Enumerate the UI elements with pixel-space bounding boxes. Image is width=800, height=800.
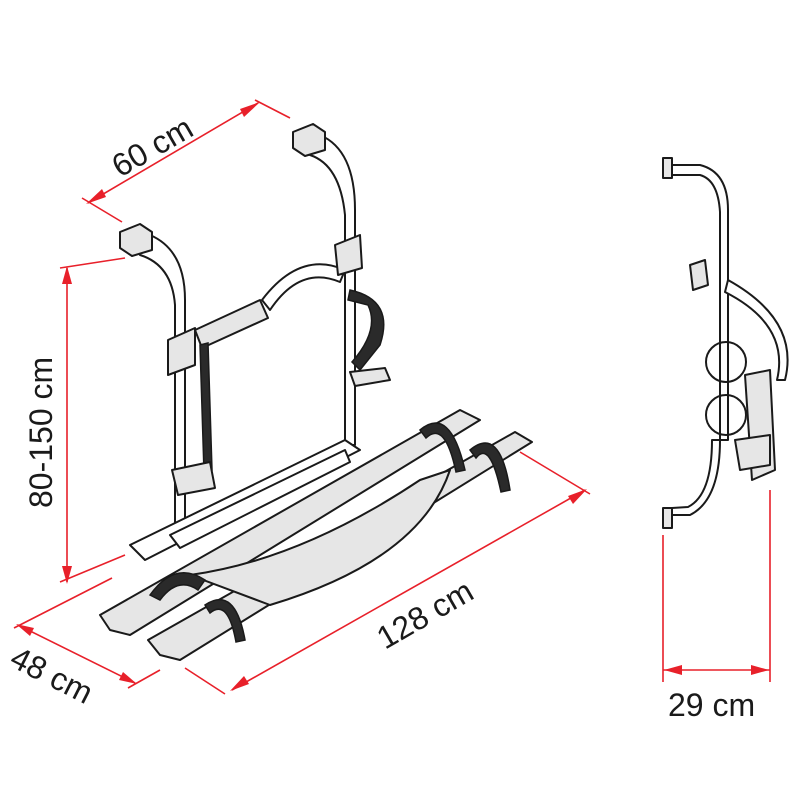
dimension-depth (13, 577, 161, 689)
dimension-width (81, 99, 291, 223)
side-depth-label: 29 cm (668, 687, 755, 723)
depth-label: 48 cm (5, 639, 99, 711)
width-label: 60 cm (106, 109, 199, 184)
dimension-length (184, 451, 591, 695)
dimension-height (59, 257, 126, 584)
rack-front-view (99, 123, 533, 661)
height-label: 80-150 cm (23, 357, 59, 508)
length-label: 128 cm (371, 572, 480, 656)
rack-side-view (662, 157, 789, 529)
dimension-side-depth (662, 490, 771, 682)
